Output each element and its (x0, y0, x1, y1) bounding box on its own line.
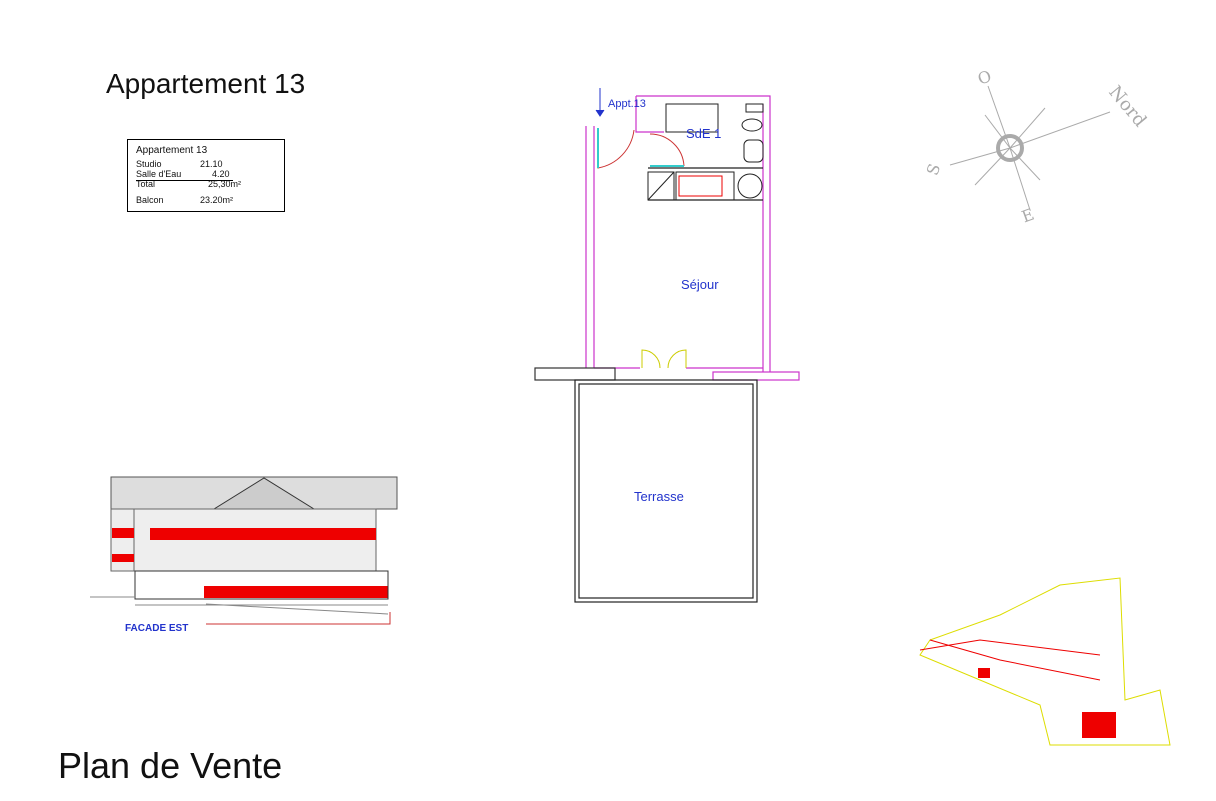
page-title: Appartement 13 (106, 68, 306, 99)
compass-icon (949, 85, 1111, 211)
room-label-sde: SdE 1 (686, 126, 722, 141)
footer-title: Plan de Vente (58, 745, 283, 786)
area-table-heading: Appartement 13 (136, 145, 208, 156)
room-label-terrasse: Terrasse (634, 489, 684, 504)
fixtures (647, 103, 764, 201)
entry-label: Appt.13 (608, 98, 646, 110)
facade-est (90, 476, 398, 625)
site-plan (919, 577, 1171, 746)
facade-label: FACADE EST (125, 623, 189, 634)
divider (136, 180, 233, 181)
room-label-sejour: Séjour (681, 277, 719, 292)
doors (595, 88, 687, 369)
floor-plan (534, 95, 800, 603)
